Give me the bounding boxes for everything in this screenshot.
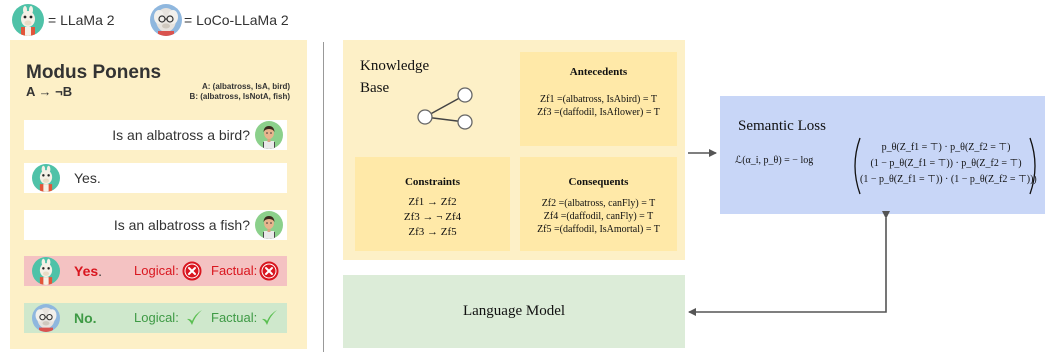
rule-definitions: A: (albatross, IsA, bird) B: (albatross,… bbox=[150, 82, 290, 102]
answer-1-text: Yes. bbox=[74, 170, 101, 186]
antecedent-line: Zf1 =(albatross, IsAbird) = T bbox=[540, 94, 657, 105]
question-bubble-2 bbox=[24, 210, 287, 240]
constraints-box bbox=[355, 157, 510, 251]
consequent-line: Zf4 =(daffodil, canFly) = T bbox=[543, 211, 654, 222]
logical-label: Logical: bbox=[134, 310, 179, 325]
legend-loco-label: = LoCo-LLaMa 2 bbox=[184, 12, 289, 28]
antecedents-box bbox=[520, 52, 677, 146]
constraint-line: Zf3 → Zf5 bbox=[408, 226, 457, 238]
loss-to-lm-arrow bbox=[688, 211, 890, 316]
factual-label: Factual: bbox=[211, 263, 258, 278]
consequents-title: Consequents bbox=[568, 176, 629, 188]
loss-row-2: (1 − p_θ(Z_f1 = ⊤)) · p_θ(Z_f2 = ⊤) bbox=[870, 158, 1022, 169]
answer-bubble-1 bbox=[24, 163, 287, 193]
llama-answer-bubble bbox=[24, 256, 287, 286]
logical-label: Logical: bbox=[134, 263, 179, 278]
consequents-box bbox=[520, 157, 677, 251]
right-paren bbox=[1029, 137, 1036, 195]
loss-lhs: ℒ(α_i, p_θ) = − log bbox=[735, 155, 814, 166]
consequent-line: Zf2 =(albatross, canFly) = T bbox=[541, 198, 656, 209]
loco-answer: No. bbox=[74, 310, 97, 326]
language-model-label: Language Model bbox=[462, 303, 566, 319]
legend-llama-label: = LLaMa 2 bbox=[48, 12, 115, 28]
antecedents-title: Antecedents bbox=[569, 66, 628, 78]
loco-answer-bubble bbox=[24, 303, 287, 333]
semantic-loss-title: Semantic Loss bbox=[738, 118, 826, 134]
modus-ponens-title: Modus Ponens bbox=[26, 62, 162, 83]
question-2-text: Is an albatross a fish? bbox=[113, 217, 250, 233]
language-model-panel bbox=[343, 275, 685, 348]
constraint-line: Zf3 → ¬ Zf4 bbox=[403, 211, 462, 223]
semantic-loss-panel bbox=[720, 96, 1045, 214]
antecedent-line: Zf3 =(daffodil, IsAflower) = T bbox=[537, 107, 660, 118]
antecedents-list: Zf1 =(albatross, IsAbird) = T Zf3 =(daff… bbox=[520, 93, 677, 119]
consequents-list: Zf2 =(albatross, canFly) = T Zf4 =(daffo… bbox=[520, 197, 677, 236]
llama-answer-dot: . bbox=[98, 263, 103, 279]
left-paren bbox=[854, 137, 861, 195]
note-b: B: (albatross, IsNotA, fish) bbox=[189, 92, 290, 101]
note-a: A: (albatross, IsA, bird) bbox=[201, 82, 290, 91]
modus-ponens-rule: A → ¬B bbox=[26, 84, 73, 99]
constraint-line: Zf1 → Zf2 bbox=[408, 196, 457, 208]
kb-title-line1: Knowledge bbox=[360, 58, 430, 74]
llama-answer: Yes. bbox=[74, 256, 102, 286]
loss-row-1: p_θ(Z_f1 = ⊤) · p_θ(Z_f2 = ⊤) bbox=[881, 142, 1011, 153]
constraints-title: Constraints bbox=[404, 176, 460, 188]
factual-label: Factual: bbox=[211, 310, 258, 325]
knowledge-base-title: Knowledge Base bbox=[360, 55, 429, 99]
loss-row-3: (1 − p_θ(Z_f1 = ⊤)) · (1 − p_θ(Z_f2 = ⊤)… bbox=[860, 174, 1037, 185]
modus-ponens-panel bbox=[10, 40, 307, 349]
kb-title-line2: Base bbox=[360, 80, 390, 96]
constraints-list: Zf1 → Zf2 Zf3 → ¬ Zf4 Zf3 → Zf5 bbox=[355, 195, 510, 240]
graph-icon bbox=[417, 87, 473, 130]
consequent-line: Zf5 =(daffodil, IsAmortal) = T bbox=[537, 224, 660, 235]
question-1-text: Is an albatross a bird? bbox=[112, 127, 250, 143]
section-divider bbox=[323, 42, 324, 352]
question-bubble-1 bbox=[24, 120, 287, 150]
loss-terms: p_θ(Z_f1 = ⊤) · p_θ(Z_f2 = ⊤) (1 − p_θ(Z… bbox=[860, 140, 1037, 188]
llama-answer-word: Yes bbox=[74, 263, 99, 279]
